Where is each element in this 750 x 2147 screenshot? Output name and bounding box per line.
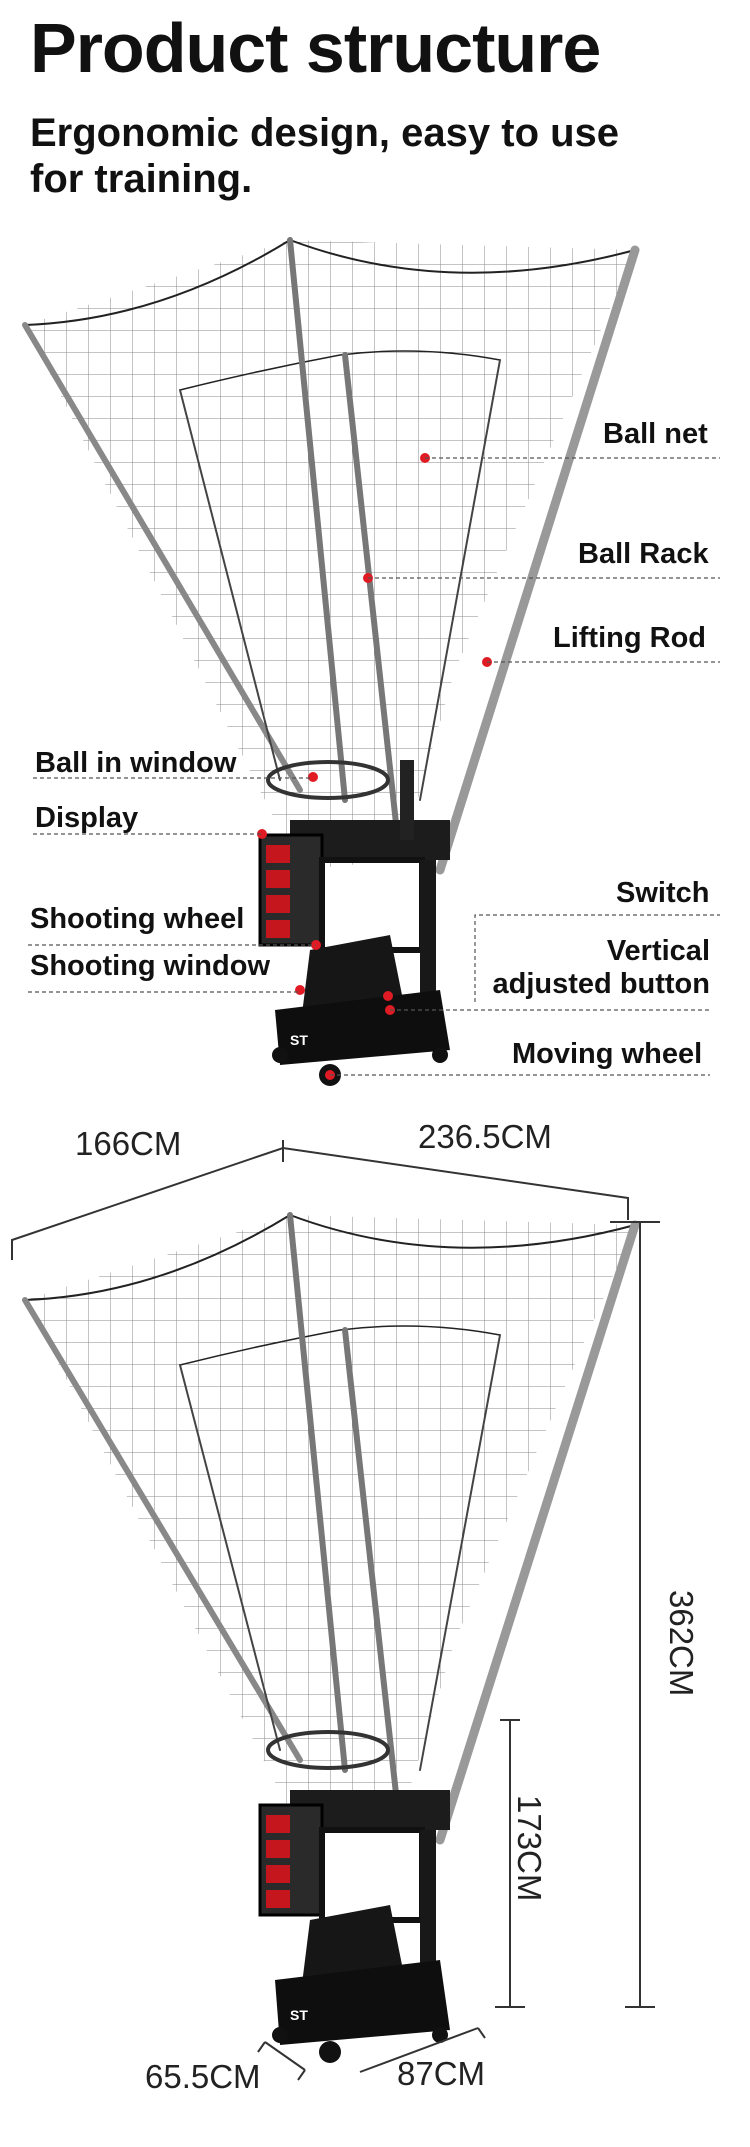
- dim-net-left-width: 166CM: [75, 1125, 182, 1162]
- svg-text:ST: ST: [290, 2007, 308, 2023]
- net-poles-2: [22, 1212, 640, 1845]
- dimension-lines: [11, 1140, 660, 2081]
- dim-base-depth: 65.5CM: [145, 2058, 261, 2095]
- machine-body-2: ST: [258, 1790, 450, 2063]
- label-moving-wheel: Moving wheel: [512, 1038, 703, 1070]
- label-switch: Switch: [616, 877, 710, 909]
- dim-base-width: 87CM: [397, 2055, 486, 2092]
- dim-net-right-width: 236.5CM: [418, 1118, 552, 1155]
- display-digits: [266, 845, 290, 938]
- label-vertical-line-2: adjusted button: [492, 968, 710, 1001]
- page-subtitle: Ergonomic design, easy to use for traini…: [30, 110, 730, 202]
- dim-machine-height: 173CM: [511, 1795, 548, 1902]
- label-ball-rack: Ball Rack: [578, 538, 709, 570]
- net-poles: [22, 237, 640, 875]
- dim-total-height: 362CM: [663, 1590, 700, 1697]
- subtitle-line-2: for training.: [30, 157, 253, 201]
- svg-text:ST: ST: [290, 1032, 308, 1048]
- subtitle-line-1: Ergonomic design, easy to use: [30, 111, 620, 155]
- machine-dimensions-figure: ST: [11, 1140, 660, 2081]
- label-vertical-adjusted-button: Vertical adjusted button: [490, 935, 710, 1002]
- label-ball-net: Ball net: [603, 418, 708, 450]
- label-vertical-line-1: Vertical: [606, 935, 710, 967]
- label-display: Display: [35, 802, 139, 834]
- label-ball-in-window: Ball in window: [35, 747, 237, 779]
- label-shooting-wheel: Shooting wheel: [30, 903, 245, 935]
- ball-net-mesh-2: [24, 1213, 636, 1830]
- page-title: Product structure: [30, 9, 601, 87]
- label-shooting-window: Shooting window: [30, 950, 271, 982]
- label-lifting-rod: Lifting Rod: [553, 622, 707, 654]
- machine-body: ST: [258, 760, 450, 1086]
- ball-hoop: [266, 760, 390, 800]
- leader-lines: [28, 457, 720, 1076]
